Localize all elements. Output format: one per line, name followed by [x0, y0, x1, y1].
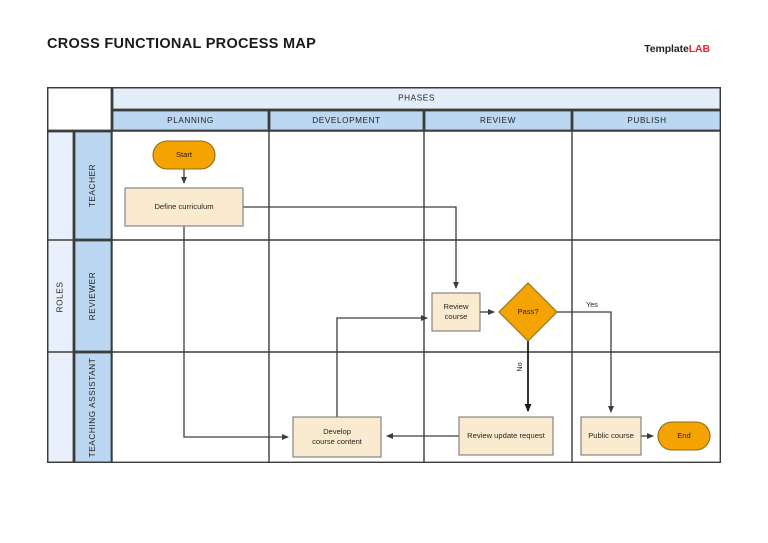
- edge-label-yes: Yes: [586, 300, 598, 309]
- brand-primary-text: Template: [644, 43, 689, 55]
- page-title: CROSS FUNCTIONAL PROCESS MAP: [47, 36, 317, 52]
- flowchart-canvas: PHASES PLANNING DEVELOPMENT REVIEW PUBLISH RO…: [47, 87, 721, 463]
- node-label-develop-1: course content: [312, 437, 363, 446]
- node-label-pass: Pass?: [517, 307, 538, 316]
- flow-node-end[interactable]: End: [657, 421, 711, 451]
- swimlane-labels: PHASES PLANNING DEVELOPMENT REVIEW PUBLISH RO…: [56, 94, 666, 458]
- process-shape[interactable]: [124, 187, 244, 227]
- cross-functional-flowchart: PHASES PLANNING DEVELOPMENT REVIEW PUBLISH RO…: [47, 87, 721, 463]
- node-label-update: Review update request: [467, 431, 546, 440]
- role-header-cell-1: [74, 239, 112, 352]
- process-shape[interactable]: [458, 416, 554, 456]
- flow-node-pass[interactable]: Pass?: [498, 282, 558, 342]
- flow-node-start[interactable]: Start: [152, 140, 216, 170]
- role-label-0: TEACHER: [88, 164, 97, 207]
- phase-label-1: DEVELOPMENT: [312, 116, 380, 125]
- role-label-1: REVIEWER: [88, 272, 97, 320]
- process-shape[interactable]: [431, 292, 481, 332]
- brand-accent-text: LAB: [688, 43, 710, 55]
- node-label-end: End: [677, 431, 691, 440]
- flow-node-public[interactable]: Public course: [580, 416, 642, 456]
- swimlane-grid: [47, 87, 721, 463]
- edge-pass-yes-to-public: [557, 311, 614, 413]
- role-label-2: TEACHING ASSISTANT: [88, 358, 97, 458]
- role-header-cell-2: [74, 352, 112, 463]
- node-label-review-0: Review: [444, 302, 469, 311]
- process-shape[interactable]: [292, 416, 382, 458]
- phase-label-0: PLANNING: [167, 116, 214, 125]
- flow-node-update[interactable]: Review update request: [458, 416, 554, 456]
- phases-label: PHASES: [398, 94, 435, 103]
- terminator-shape[interactable]: [152, 140, 216, 170]
- phase-label-2: REVIEW: [480, 116, 516, 125]
- edge-label-no: No: [515, 362, 524, 371]
- decision-shape[interactable]: [498, 282, 558, 342]
- node-label-develop-0: Develop: [323, 427, 351, 436]
- lane-body-background: [112, 131, 721, 463]
- roles-label: ROLES: [56, 282, 65, 313]
- node-label-define: Define curriculum: [154, 202, 213, 211]
- diagram-outer-frame: [47, 87, 721, 463]
- process-shape[interactable]: [580, 416, 642, 456]
- templatelab-logo: TemplateLAB: [644, 43, 710, 55]
- header-corner-cell: [47, 87, 112, 131]
- edge-develop-to-review: [336, 315, 428, 417]
- edge-define-to-review: [243, 206, 459, 289]
- terminator-shape[interactable]: [657, 421, 711, 451]
- node-label-review-1: course: [445, 312, 468, 321]
- node-label-start: Start: [176, 150, 193, 159]
- edge-define-to-develop: [183, 226, 289, 440]
- flow-node-define[interactable]: Define curriculum: [124, 187, 244, 227]
- phase-label-3: PUBLISH: [627, 116, 666, 125]
- node-label-public: Public course: [588, 431, 634, 440]
